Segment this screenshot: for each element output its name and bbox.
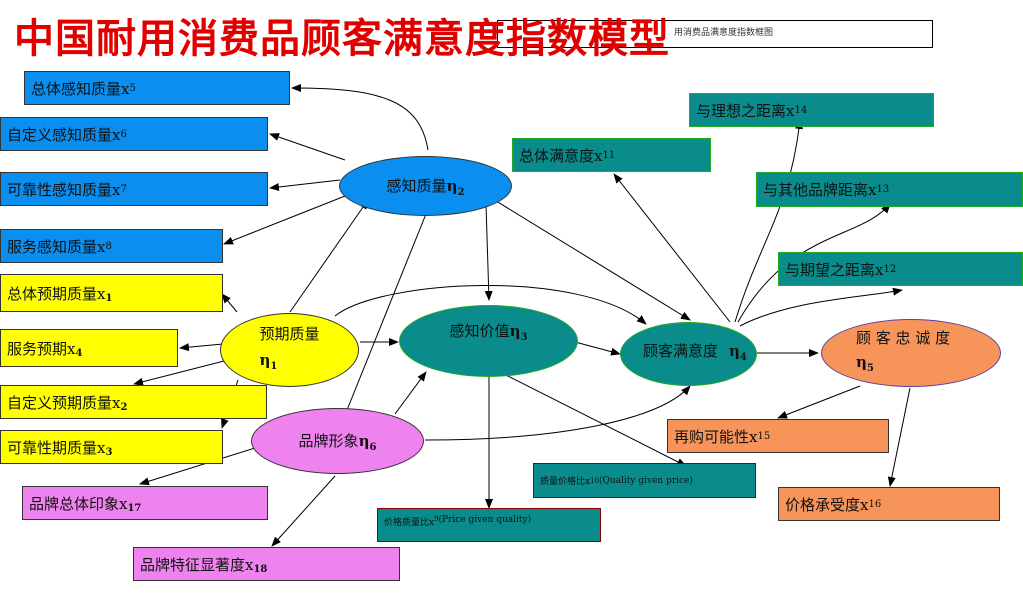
arrow-eta2-x5 [291,84,429,151]
brand-image-node: 品牌形象η6 [251,408,424,474]
arrow-eta1-eta4 [334,285,647,325]
arrow-eta2-x6 [269,133,346,161]
arrow-eta4-x12 [739,287,903,327]
arrow-eta3-eta4 [574,341,621,356]
arrow-eta3-x10 [499,371,687,467]
arrow-eta4-x13 [737,203,891,323]
arrow-eta6-x18 [271,475,336,547]
arrow-eta2-eta4 [487,195,691,321]
arrow-eta5-x16 [887,387,911,487]
arrow-eta4-x14 [734,119,803,323]
perceived-quality-node: 感知质量η2 [339,156,512,216]
arrow-eta1-x1 [221,293,238,313]
diagram-title: 中国耐用消费品顾客满意度指数模型 [14,16,670,62]
perceived-value-node: 感知价值η3 [399,305,578,377]
arrow-eta2-eta3 [484,204,493,301]
caption-box: 用消费品满意度指数框图 [497,20,933,48]
arrow-eta1-x2 [133,359,229,386]
arrow-eta6-eta3 [394,371,427,415]
arrow-eta2-x7 [269,179,341,191]
arrow-eta2-x8 [223,195,346,245]
arrow-eta6-eta4 [424,385,691,441]
arrow-eta5-x15 [777,385,861,419]
arrow-eta1-x4 [179,343,224,352]
arrow-eta1-eta2 [289,199,369,313]
arrow-eta4-x11 [613,173,731,323]
arrow-eta6-eta2 [344,203,431,416]
arrow-eta6-x17 [139,447,256,486]
